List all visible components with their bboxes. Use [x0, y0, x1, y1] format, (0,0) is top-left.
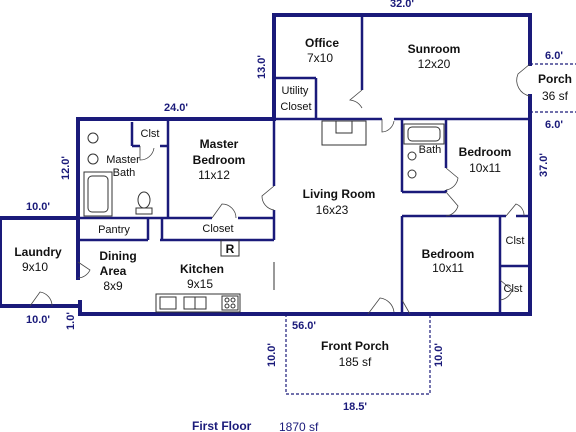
bedroom1-name: Bedroom: [459, 145, 512, 159]
sink: [407, 169, 417, 179]
master-bath-line1: Master: [106, 154, 140, 166]
dim-front-porch-right: 10.0': [433, 343, 445, 367]
side-porch: [530, 63, 576, 113]
dim-top-width: 32.0': [390, 0, 414, 10]
sink: [87, 153, 99, 165]
doors: [29, 63, 531, 315]
kitchen-size: 9x15: [187, 277, 213, 291]
front-porch-name: Front Porch: [321, 339, 389, 353]
range-label: R: [226, 242, 235, 256]
living-room-size: 16x23: [316, 203, 349, 217]
laundry-size: 9x10: [22, 260, 48, 274]
interior-walls: [78, 15, 530, 314]
bedroom2-name: Bedroom: [422, 247, 475, 261]
dim-wing-depth: 12.0': [60, 156, 72, 180]
toilet: [407, 151, 417, 161]
bath-label: Bath: [419, 144, 442, 156]
office-size: 7x10: [307, 51, 333, 65]
fixtures: [83, 120, 445, 313]
footer-caption: First Floor 1870 sf: [192, 419, 319, 432]
master-bedroom-line2: Bedroom: [193, 153, 246, 167]
dining-size: 8x9: [103, 279, 123, 293]
master-closet-label: Clst: [141, 128, 160, 140]
bathtub: [83, 171, 113, 217]
bedroom2-size: 10x11: [432, 261, 464, 275]
dim-laundry-top: 10.0': [26, 201, 50, 213]
dim-right-depth: 37.0': [538, 153, 550, 177]
utility-line2: Closet: [280, 101, 311, 113]
dim-front-width: 56.0': [292, 320, 316, 332]
dim-wing-width: 24.0': [164, 102, 188, 114]
room-labels: Office 7x10 Sunroom 12x20 Porch 36 sf Ut…: [14, 36, 572, 369]
master-bath-line2: Bath: [113, 167, 136, 179]
closet-label: Closet: [202, 223, 233, 235]
dim-porch-bottom: 6.0': [545, 119, 563, 131]
stove: [221, 295, 239, 311]
toilet: [137, 191, 151, 209]
office-name: Office: [305, 36, 339, 50]
dining-line2: Area: [100, 264, 127, 278]
front-porch-size: 185 sf: [339, 355, 372, 369]
porch-name: Porch: [538, 72, 572, 86]
floor-title: First Floor: [192, 419, 252, 432]
master-bedroom-size: 11x12: [198, 168, 230, 182]
pantry-label: Pantry: [98, 224, 130, 236]
kitchen-name: Kitchen: [180, 262, 224, 276]
front-porch: [285, 314, 431, 395]
dimension-labels: 32.0' 6.0' 6.0' 37.0' 13.0' 24.0' 12.0' …: [26, 0, 563, 413]
bedroom1-size: 10x11: [469, 161, 501, 175]
master-bedroom-line1: Master: [200, 137, 239, 151]
refrigerator: [220, 239, 240, 257]
bedroom2-closet-upper: Clst: [506, 235, 525, 247]
laundry-name: Laundry: [14, 245, 62, 259]
dining-line1: Dining: [99, 249, 136, 263]
sink: [87, 132, 99, 144]
dim-front-porch-left: 10.0': [266, 343, 278, 367]
living-room-name: Living Room: [303, 187, 376, 201]
utility-line1: Utility: [282, 85, 309, 97]
bathtub: [403, 123, 445, 145]
dim-laundry-bottom: 10.0': [26, 314, 50, 326]
counter: [155, 293, 241, 313]
dim-front-porch-width: 18.5': [343, 401, 367, 413]
bedroom2-closet-lower: Clst: [504, 283, 523, 295]
dim-laundry-offset: 1.0': [65, 312, 77, 330]
sunroom-size: 12x20: [418, 57, 451, 71]
floor-area: 1870 sf: [279, 420, 319, 432]
sunroom-name: Sunroom: [408, 42, 461, 56]
dim-porch-top: 6.0': [545, 50, 563, 62]
porch-size: 36 sf: [542, 89, 569, 103]
exterior-walls: [0, 13, 532, 316]
dim-office-depth: 13.0': [256, 55, 268, 79]
